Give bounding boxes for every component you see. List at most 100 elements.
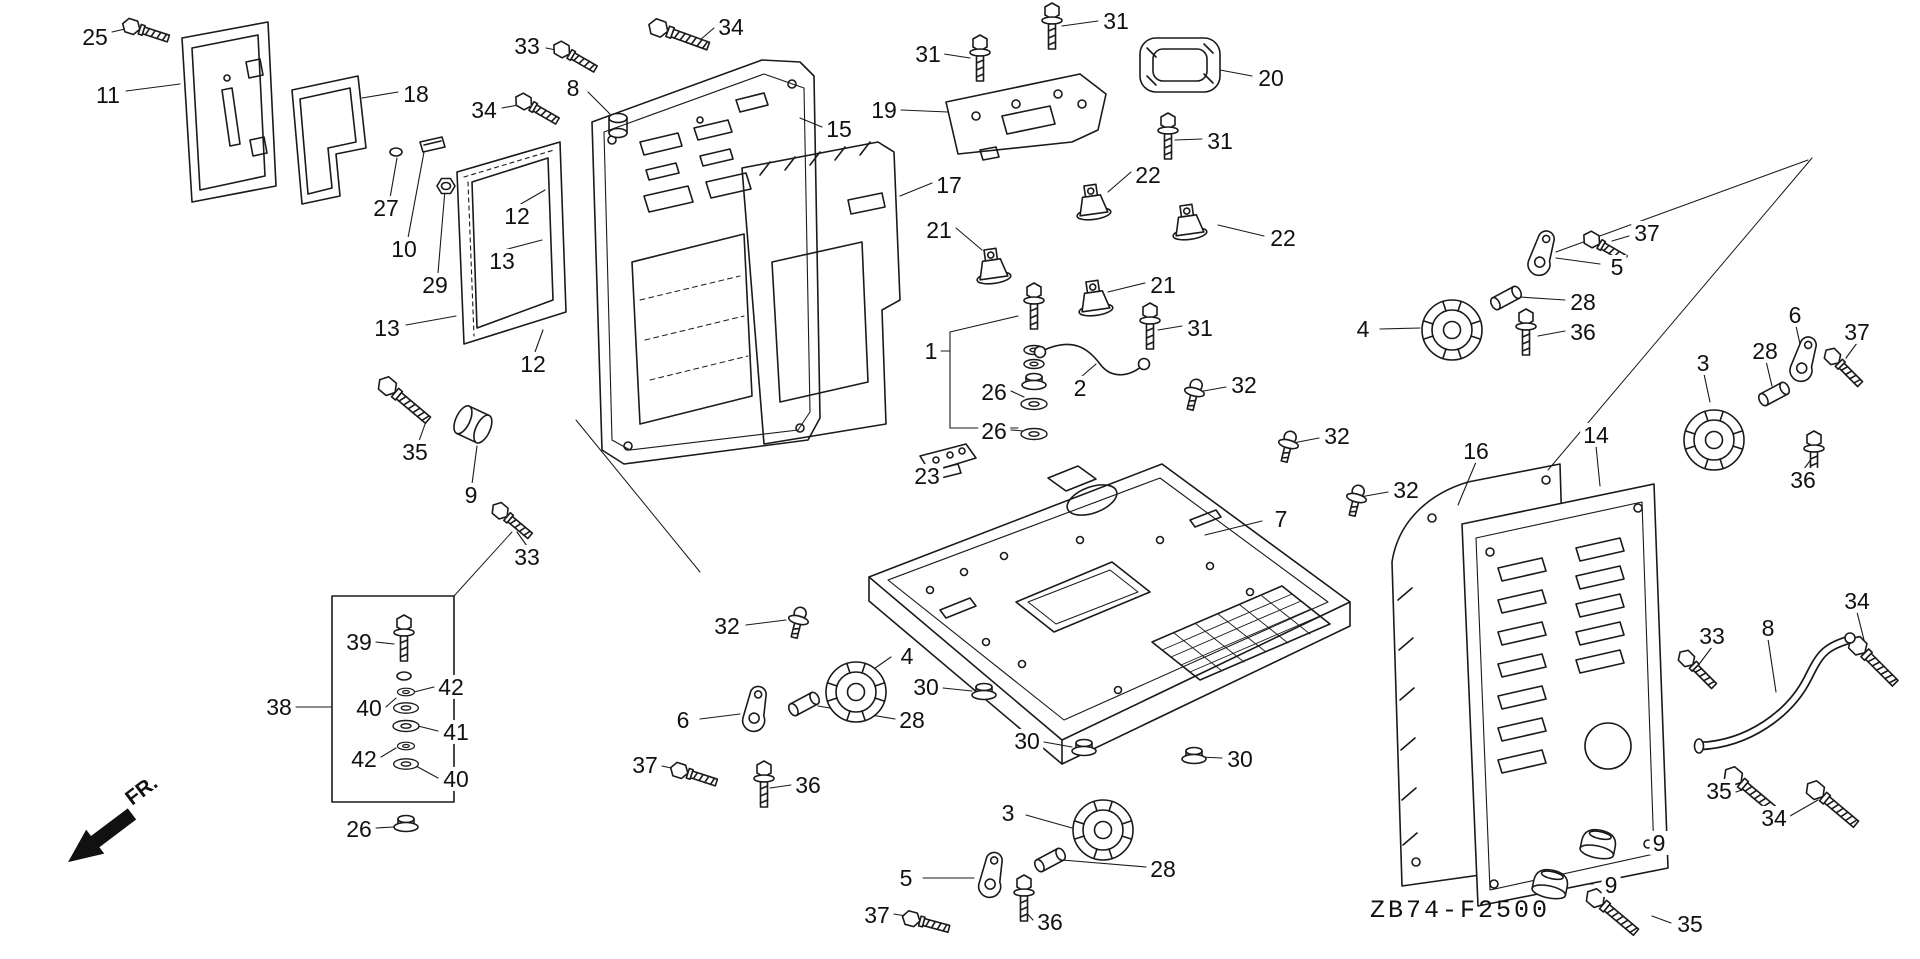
bolt-36 [1515, 308, 1537, 356]
callout-2: 2 [1070, 376, 1090, 400]
bolt-37 [899, 908, 952, 937]
screw-32 [783, 604, 813, 641]
bracket-5 [1524, 227, 1561, 279]
bolt-31 [1157, 112, 1179, 160]
nut-30 [1181, 746, 1207, 765]
roller-3 [1072, 799, 1134, 861]
callout-18: 18 [400, 82, 432, 106]
bolt-34 [645, 16, 712, 55]
callout-5: 5 [1607, 255, 1627, 279]
handle-8 [1693, 632, 1856, 754]
callout-39: 39 [343, 630, 375, 654]
nut-29 [436, 177, 456, 195]
callout-42: 42 [435, 675, 467, 699]
bolt-34 [511, 90, 562, 128]
callout-27: 27 [370, 196, 402, 220]
vent-panel-14 [1461, 483, 1669, 907]
bracket-6 [739, 683, 773, 735]
bolt-31 [969, 34, 991, 82]
callout-3: 3 [1693, 351, 1713, 375]
base-tray [868, 463, 1351, 765]
callout-28: 28 [1147, 857, 1179, 881]
callout-36: 36 [1034, 910, 1066, 934]
callout-3: 3 [998, 801, 1018, 825]
panel-bracket-plate [291, 75, 367, 205]
callout-9: 9 [1601, 873, 1621, 897]
callout-31: 31 [1184, 316, 1216, 340]
callout-1: 1 [921, 339, 941, 363]
screw-32 [1273, 428, 1303, 465]
callout-36: 36 [1567, 320, 1599, 344]
callout-37: 37 [861, 903, 893, 927]
bracket-5 [975, 849, 1009, 901]
nut-30 [1071, 738, 1097, 757]
callout-31: 31 [1204, 129, 1236, 153]
callout-12: 12 [501, 204, 533, 228]
callout-28: 28 [1567, 290, 1599, 314]
pin-28 [786, 689, 822, 719]
fr-label: FR. [121, 771, 162, 810]
callout-25: 25 [79, 25, 111, 49]
callout-9: 9 [1649, 831, 1669, 855]
callout-26: 26 [978, 380, 1010, 404]
callout-5: 5 [896, 866, 916, 890]
clip-10 [419, 136, 446, 153]
callout-28: 28 [896, 708, 928, 732]
nut-30 [971, 682, 997, 701]
callout-42: 42 [348, 747, 380, 771]
callout-32: 32 [1321, 424, 1353, 448]
callout-34: 34 [715, 15, 747, 39]
callout-23: 23 [911, 464, 943, 488]
callout-26: 26 [978, 419, 1010, 443]
callout-4: 4 [1353, 317, 1373, 341]
callout-11: 11 [93, 83, 123, 107]
callout-37: 37 [1841, 320, 1873, 344]
rubber-grommet-20 [1139, 37, 1221, 93]
mount-22 [1072, 181, 1113, 223]
callout-10: 10 [388, 237, 420, 261]
callout-33: 33 [511, 34, 543, 58]
callout-37: 37 [1631, 221, 1663, 245]
bracket-6 [1786, 333, 1823, 385]
callout-34: 34 [1758, 806, 1790, 830]
callout-21: 21 [923, 218, 955, 242]
callout-17: 17 [933, 173, 965, 197]
bolt-36 [753, 760, 775, 808]
callout-9: 9 [461, 483, 481, 507]
bolt-36 [1013, 874, 1035, 922]
callout-32: 32 [711, 614, 743, 638]
mount-22 [1168, 201, 1209, 243]
pin-28 [1032, 845, 1068, 875]
callout-7: 7 [1271, 507, 1291, 531]
collar-8 [608, 112, 628, 139]
callout-30: 30 [910, 675, 942, 699]
panel-side-door [181, 21, 277, 203]
bolt-33 [487, 498, 536, 543]
rear-panel-16 [1391, 463, 1573, 887]
callout-32: 32 [1390, 478, 1422, 502]
roller-3 [1683, 409, 1745, 471]
callout-35: 35 [399, 440, 431, 464]
pin-28 [1488, 283, 1524, 313]
callout-12: 12 [517, 352, 549, 376]
screw-25 [119, 16, 172, 46]
callout-30: 30 [1011, 729, 1043, 753]
callout-16: 16 [1460, 439, 1492, 463]
bolt-37 [667, 760, 720, 790]
callout-35: 35 [1674, 912, 1706, 936]
washer-27 [389, 147, 403, 157]
callout-6: 6 [673, 708, 693, 732]
screw-32 [1179, 376, 1209, 413]
callout-31: 31 [1100, 9, 1132, 33]
callout-13: 13 [486, 249, 518, 273]
hardware-stack-1 [1020, 282, 1048, 441]
mount-plate-19 [945, 73, 1107, 161]
callout-19: 19 [868, 98, 900, 122]
callout-14: 14 [1580, 423, 1612, 447]
callout-21: 21 [1147, 273, 1179, 297]
bolt-31 [1041, 2, 1063, 50]
callout-41: 41 [440, 720, 472, 744]
callout-28: 28 [1749, 339, 1781, 363]
